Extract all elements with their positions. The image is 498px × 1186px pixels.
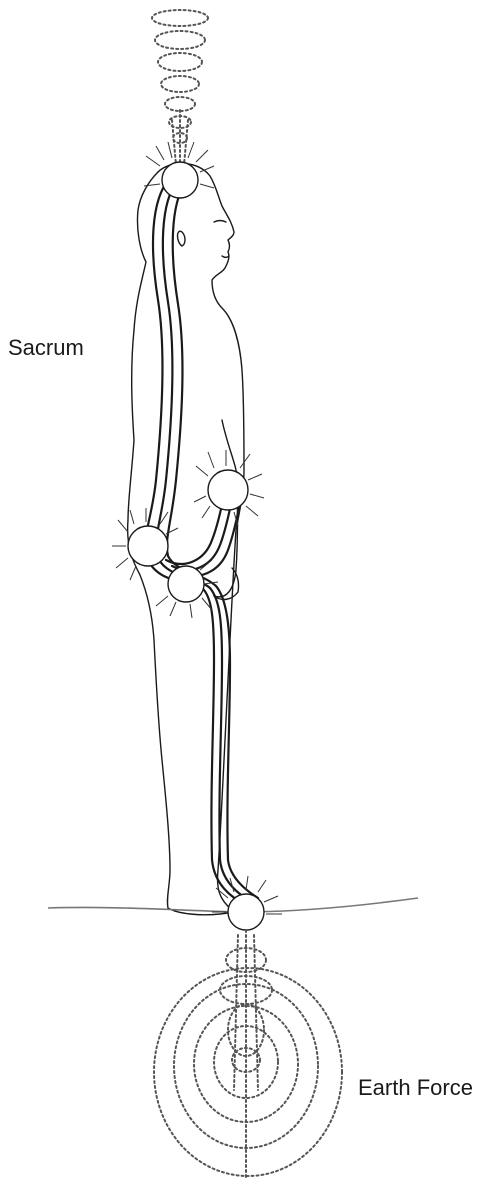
sacrum-label: Sacrum: [8, 337, 84, 359]
foot-energy-center: [212, 876, 282, 930]
earth-force-label: Earth Force: [358, 1077, 473, 1099]
hip-energy-center: [156, 560, 218, 618]
crown-energy-cone: [152, 10, 208, 165]
earth-force-rings: [154, 930, 342, 1180]
